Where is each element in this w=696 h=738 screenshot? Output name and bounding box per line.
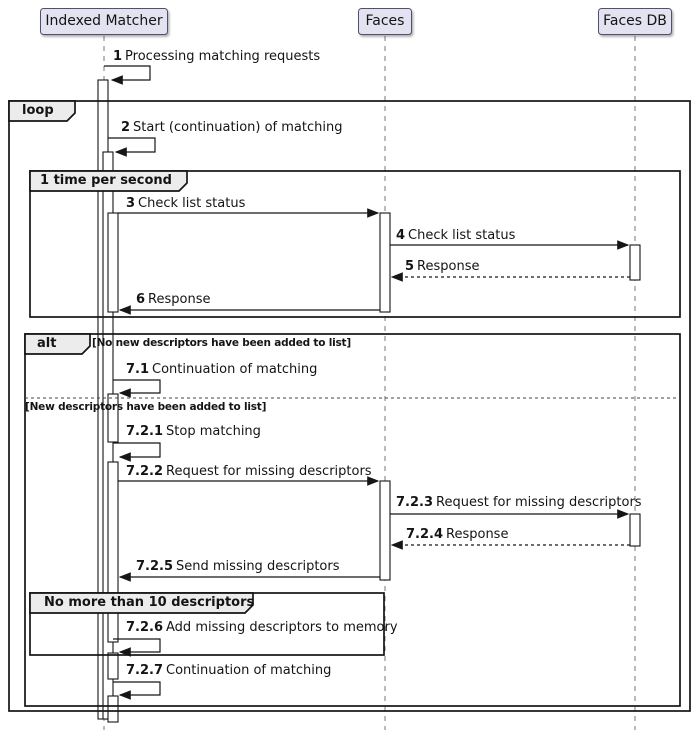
activation-bar	[107, 393, 119, 443]
timer-frame-tab	[29, 170, 188, 192]
participant-indexed-matcher: Indexed Matcher	[40, 8, 168, 35]
alt-frame	[24, 333, 681, 707]
activation-bar	[107, 212, 119, 313]
limit-frame-tab	[29, 592, 254, 614]
arrow-msg-2	[108, 137, 156, 157]
activation-bar	[379, 212, 391, 313]
alt-frame-label: alt	[37, 336, 57, 351]
frames	[8, 100, 691, 712]
timer-frame	[29, 170, 681, 318]
message-arrows	[104, 65, 630, 700]
activation-bar	[629, 513, 641, 547]
activation-bar	[379, 480, 391, 581]
timer-frame-label: 1 time per second	[40, 173, 172, 188]
arrow-msg-7-2-1	[113, 442, 161, 462]
loop-frame-label: loop	[22, 103, 54, 118]
activation-bar	[107, 461, 119, 643]
participant-faces-db: Faces DB	[598, 8, 672, 35]
alt-guard-2: [New descriptors have been added to list…	[25, 401, 267, 413]
loop-frame-tab	[8, 100, 76, 122]
activation-bar	[107, 695, 119, 723]
activation-bars	[97, 79, 641, 723]
arrow-msg-7-2-6	[113, 638, 161, 657]
arrow-msg-7-1	[113, 379, 161, 398]
arrow-msg-1	[104, 65, 151, 85]
arrow-msg-7-2-7	[113, 681, 161, 700]
limit-frame-label: No more than 10 descriptors	[44, 595, 255, 610]
alt-frame-tab	[24, 333, 91, 355]
alt-guard-1: [No new descriptors have been added to l…	[92, 337, 351, 349]
loop-frame	[8, 100, 691, 712]
participant-faces: Faces	[358, 8, 412, 35]
activation-bar	[107, 652, 119, 680]
activation-bar	[629, 244, 641, 281]
